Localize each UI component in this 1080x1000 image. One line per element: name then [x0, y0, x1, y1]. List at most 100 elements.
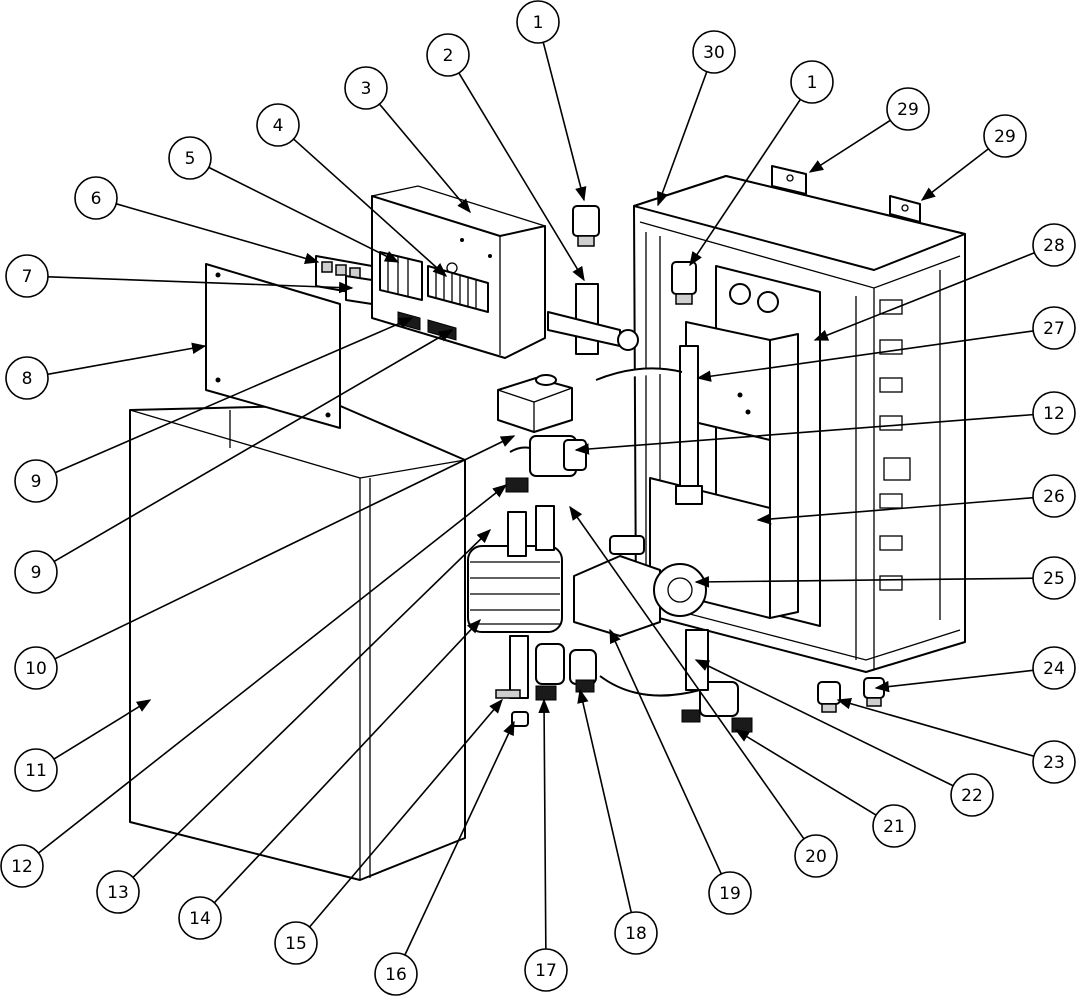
callout-number: 22 — [961, 786, 983, 806]
callout-circle — [983, 114, 1027, 158]
callout-number: 14 — [189, 909, 211, 929]
callout-circle — [872, 804, 916, 848]
callout-circle — [14, 646, 58, 690]
callout-15: 15 — [274, 698, 503, 965]
callout-circle — [794, 834, 838, 878]
callout-circle — [0, 844, 44, 888]
callout-5: 5 — [168, 136, 400, 263]
callout-leader-line — [404, 720, 515, 956]
callout-1: 1 — [516, 0, 587, 202]
callout-number: 28 — [1043, 236, 1065, 256]
callout-leader-line — [808, 119, 891, 173]
callout-number: 13 — [107, 883, 129, 903]
callout-circle — [524, 948, 568, 992]
callout-1: 1 — [689, 60, 834, 267]
callout-circle — [1032, 306, 1076, 350]
callout-leader-line — [308, 698, 503, 928]
callout-leader-line — [47, 342, 207, 376]
callout-11: 11 — [14, 699, 152, 792]
callout-leader-line — [577, 688, 633, 913]
callout-leader-line — [569, 505, 805, 840]
callout-circle — [74, 176, 118, 220]
callout-number: 2 — [443, 46, 454, 66]
callout-number: 12 — [1043, 404, 1065, 424]
callout-number: 12 — [11, 857, 33, 877]
callout-number: 29 — [994, 127, 1016, 147]
callout-leader-line — [874, 669, 1034, 693]
callout-10: 10 — [14, 435, 516, 690]
circulation-pump — [573, 535, 707, 637]
callout-leader-line — [657, 71, 708, 207]
callout-circle — [1032, 474, 1076, 518]
pipe-tee — [547, 283, 639, 355]
callout-number: 15 — [285, 934, 307, 954]
callout-13: 13 — [96, 528, 492, 914]
callout-circle — [1032, 646, 1076, 690]
callout-number: 3 — [361, 79, 372, 99]
callout-number: 23 — [1043, 753, 1065, 773]
callout-29: 29 — [920, 114, 1027, 201]
callout-circle — [344, 66, 388, 110]
callout-circle — [886, 87, 930, 131]
callout-number: 16 — [385, 965, 407, 985]
callout-leader-line — [53, 329, 454, 563]
callout-9: 9 — [14, 329, 454, 594]
callout-circle — [1032, 223, 1076, 267]
callout-circle — [14, 748, 58, 792]
callout-28: 28 — [813, 223, 1076, 341]
callout-number: 19 — [719, 884, 741, 904]
callout-leader-line — [213, 618, 481, 904]
callout-number: 7 — [22, 267, 33, 287]
callout-16: 16 — [374, 720, 515, 996]
callout-circle — [692, 30, 736, 74]
callout-leader-line — [538, 698, 550, 950]
callout-4: 4 — [256, 103, 448, 277]
callout-number: 27 — [1043, 319, 1065, 339]
callout-leader-line — [696, 330, 1034, 382]
air-vent-frame — [671, 261, 697, 305]
callout-2: 2 — [426, 33, 585, 282]
callout-leader-line — [836, 698, 1035, 757]
callout-21: 21 — [734, 729, 916, 848]
callout-29: 29 — [808, 87, 930, 173]
callout-number: 1 — [533, 13, 544, 33]
callout-number: 21 — [883, 817, 905, 837]
front-cover-panel — [129, 404, 466, 881]
callout-leader-line — [734, 729, 877, 816]
callout-number: 5 — [185, 149, 196, 169]
callout-circle — [614, 911, 658, 955]
callout-leader-line — [115, 203, 320, 264]
callout-circle — [274, 921, 318, 965]
air-vent-top — [572, 205, 600, 247]
callout-leader-line — [920, 148, 989, 201]
callout-leader-line — [47, 275, 354, 294]
callout-number: 18 — [625, 924, 647, 944]
callout-leader-line — [54, 317, 414, 474]
callout-leader-line — [694, 576, 1034, 588]
callout-9: 9 — [14, 317, 414, 503]
wall-brackets — [771, 165, 921, 223]
callout-number: 11 — [25, 761, 47, 781]
coil-heat-exchanger — [467, 505, 563, 633]
callout-3: 3 — [344, 66, 471, 214]
callout-circle — [1032, 740, 1076, 784]
callout-circle — [178, 896, 222, 940]
callout-25: 25 — [694, 556, 1076, 600]
callout-17: 17 — [524, 698, 568, 992]
callout-14: 14 — [178, 618, 481, 940]
callout-number: 20 — [805, 847, 827, 867]
callout-circle — [96, 870, 140, 914]
callout-18: 18 — [577, 688, 658, 955]
callout-number: 9 — [31, 472, 42, 492]
callout-number: 9 — [31, 563, 42, 583]
callout-30: 30 — [657, 30, 736, 207]
callout-number: 4 — [273, 116, 284, 136]
callout-number: 1 — [807, 73, 818, 93]
callout-circle — [426, 33, 470, 77]
callout-23: 23 — [836, 698, 1076, 784]
callout-circle — [516, 0, 560, 44]
callout-number: 30 — [703, 43, 725, 63]
callout-circle — [790, 60, 834, 104]
transformer — [345, 275, 373, 305]
